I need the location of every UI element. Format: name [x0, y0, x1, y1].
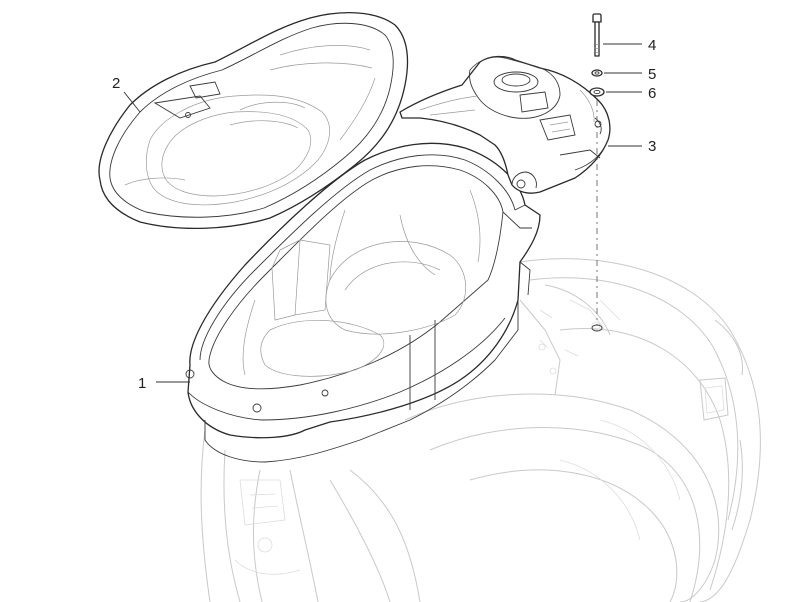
callout-1: 1 [138, 375, 146, 392]
callout-6: 6 [648, 85, 656, 102]
callout-4: 4 [648, 37, 656, 54]
leader-2 [123, 91, 141, 113]
part-3-rear-support [399, 55, 611, 194]
part-4-bolt [592, 13, 602, 57]
leader-lines [123, 43, 642, 383]
callout-5: 5 [648, 66, 656, 83]
part-5-washer [591, 69, 603, 77]
part-1-helmet-compartment [185, 142, 541, 463]
callout-3: 3 [648, 138, 656, 155]
scooter-body-ghost [200, 258, 761, 602]
part-2-seat-liner [98, 12, 409, 230]
part-6-washer [589, 87, 605, 97]
callout-2: 2 [112, 75, 120, 92]
mount-point-marker [591, 324, 603, 332]
